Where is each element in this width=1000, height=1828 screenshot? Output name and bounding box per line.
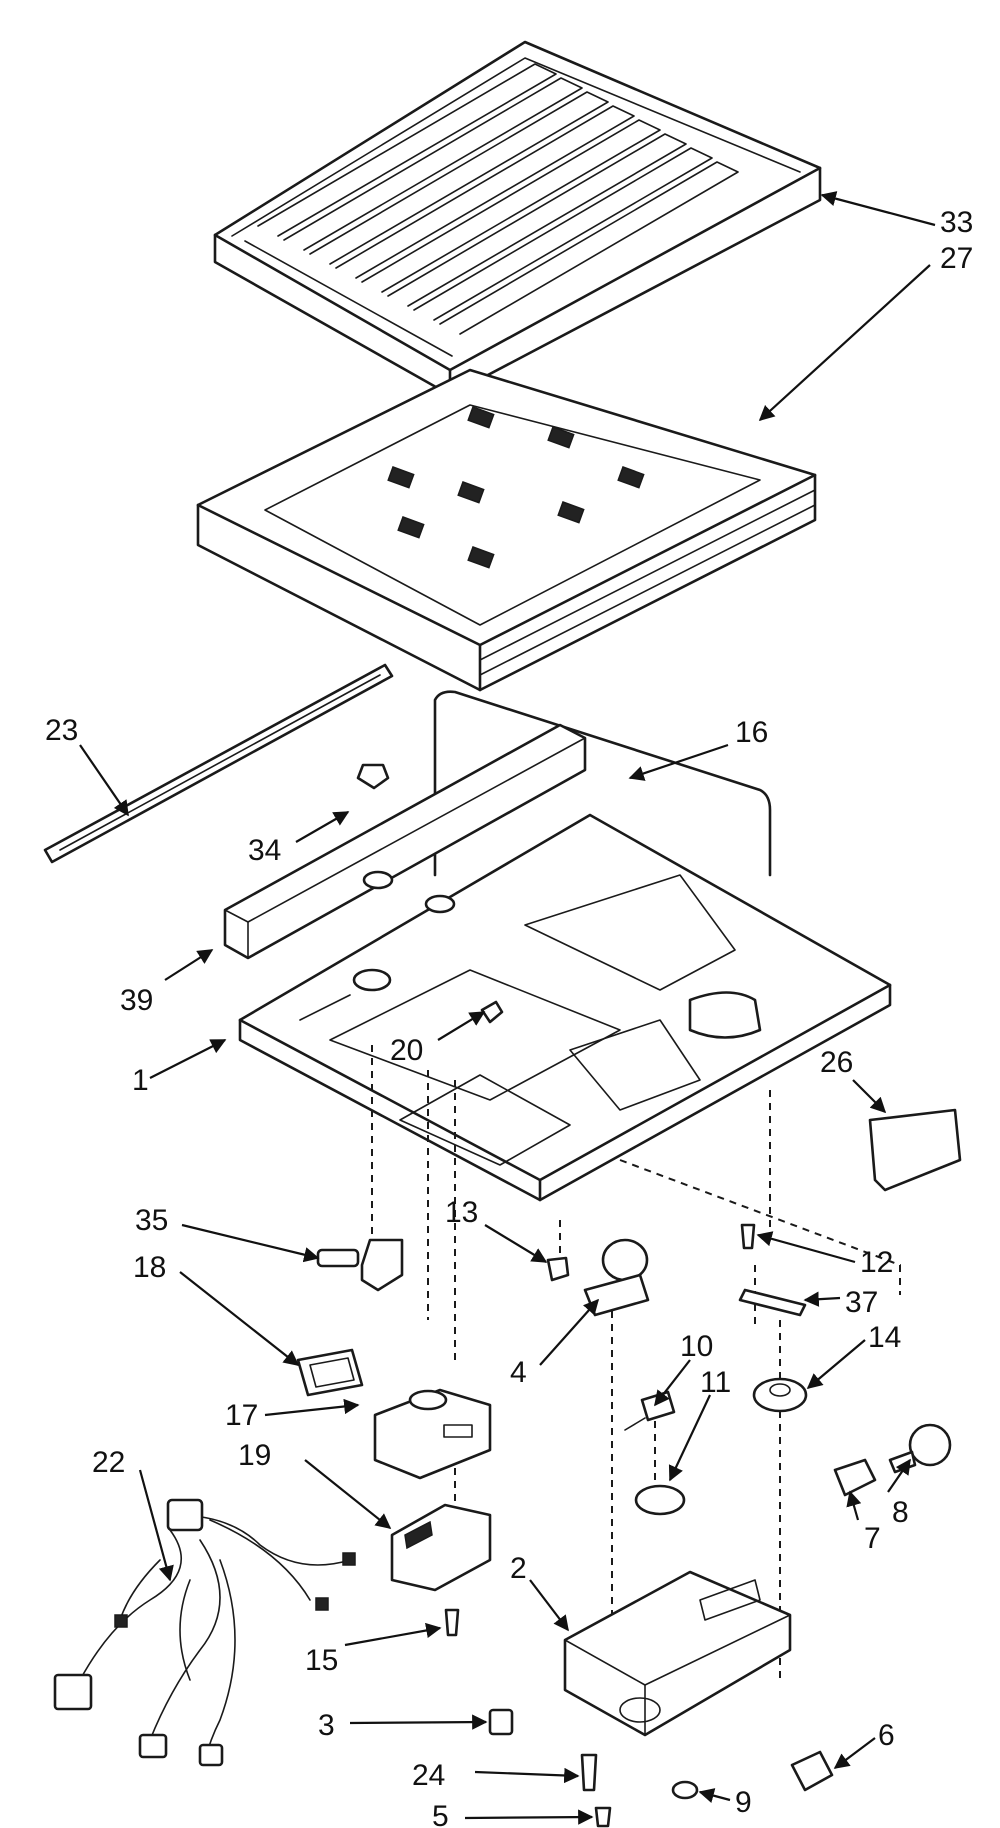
leader-lines (79, 191, 936, 1825)
callout-17: 17 (225, 1399, 258, 1432)
callout-39: 39 (120, 984, 153, 1017)
callout-12: 12 (860, 1246, 893, 1279)
callout-26: 26 (820, 1046, 853, 1079)
callout-2: 2 (510, 1552, 527, 1585)
part-14-grommet (752, 1377, 808, 1413)
part-17-housing (373, 1388, 492, 1480)
part-20-screw (480, 1000, 504, 1024)
part-6-switch (790, 1750, 834, 1792)
part-23-strip (43, 663, 394, 864)
callout-27: 27 (940, 242, 973, 275)
part-1-panel (238, 813, 892, 1202)
callout-5: 5 (432, 1800, 449, 1828)
callout-33: 33 (940, 206, 973, 239)
part-9-washer (671, 1780, 699, 1800)
part-3-clip (488, 1708, 514, 1736)
callout-10: 10 (680, 1330, 713, 1363)
part-22-harness (53, 1498, 356, 1767)
part-15-screw (444, 1608, 460, 1637)
part-8-bulb (888, 1423, 952, 1474)
part-4-holder (583, 1238, 650, 1317)
part-39-channel (223, 723, 587, 960)
part-5-screw (594, 1806, 612, 1828)
part-13-nut (546, 1256, 570, 1282)
part-11-socket (634, 1484, 686, 1516)
callout-23: 23 (45, 714, 78, 747)
part-12-screw (740, 1223, 756, 1250)
callout-34: 34 (248, 834, 281, 867)
callout-6: 6 (878, 1719, 895, 1752)
callout-11: 11 (700, 1366, 731, 1399)
part-33-grille (213, 40, 822, 397)
part-10-sensor (624, 1390, 676, 1431)
callout-18: 18 (133, 1251, 166, 1284)
callout-14: 14 (868, 1321, 901, 1354)
part-26-bracket (868, 1108, 962, 1192)
callout-1: 1 (132, 1064, 149, 1097)
callout-3: 3 (318, 1709, 335, 1742)
callout-19: 19 (238, 1439, 271, 1472)
callout-20: 20 (390, 1034, 423, 1067)
callout-4: 4 (510, 1356, 527, 1389)
part-19-bracket (390, 1503, 492, 1592)
part-18-plate (296, 1348, 364, 1397)
callout-13: 13 (445, 1196, 478, 1229)
part-35-switch (316, 1238, 404, 1292)
part-34-bushing (356, 763, 390, 790)
callout-16: 16 (735, 716, 768, 749)
callout-7: 7 (864, 1522, 881, 1555)
callout-labels: 33 27 23 16 34 39 1 20 26 35 18 13 12 37… (45, 206, 973, 1828)
part-7-socket (833, 1458, 877, 1497)
callout-15: 15 (305, 1644, 338, 1677)
callout-8: 8 (892, 1496, 909, 1529)
part-2-base-bracket (563, 1570, 792, 1737)
part-24-screw (580, 1753, 598, 1792)
part-16-wire (433, 690, 772, 877)
callout-22: 22 (92, 1446, 125, 1479)
callout-24: 24 (412, 1759, 445, 1792)
callout-37: 37 (845, 1286, 878, 1319)
callout-35: 35 (135, 1204, 168, 1237)
callout-9: 9 (735, 1786, 752, 1819)
part-37-clip (738, 1288, 807, 1317)
part-27-frame (196, 368, 817, 692)
